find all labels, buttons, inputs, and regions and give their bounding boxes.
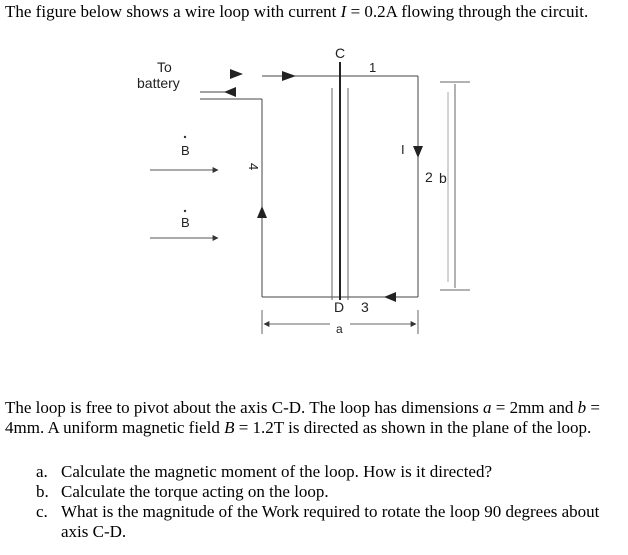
problem-statement: The loop is free to pivot about the axis…: [5, 398, 620, 438]
left-side-arrow: [257, 206, 267, 218]
question-text: Calculate the torque acting on the loop.: [61, 482, 329, 501]
axis-label-d: D: [334, 299, 344, 315]
lead-arrow-left: [224, 87, 236, 97]
side-number-right: 2: [425, 169, 433, 185]
var-b: b: [577, 398, 587, 417]
field-label-lower: B: [181, 215, 190, 230]
question-marker: c.: [36, 502, 48, 521]
axis-label-c: C: [335, 45, 345, 61]
question-item: c. What is the magnitude of the Work requ…: [36, 502, 621, 542]
side-number-left: 4: [246, 163, 261, 170]
bottom-side-arrow: [384, 292, 396, 302]
statement-part3: = 4mm. A uniform magnetic field: [5, 398, 600, 437]
statement-part4: = 1.2T is directed as shown in the plane…: [234, 418, 592, 437]
intro-part1: The figure below shows a wire loop with …: [5, 2, 341, 21]
current-label: I: [401, 142, 405, 157]
question-marker: a.: [36, 462, 48, 481]
statement-part2: = 2mm and: [491, 398, 578, 417]
side-number-top: 1: [369, 60, 376, 75]
question-item: b. Calculate the torque acting on the loo…: [36, 482, 621, 502]
question-marker: b.: [36, 482, 49, 501]
current-arrow: [413, 146, 423, 158]
wire-loop-figure: To battery C 1 I 2 b 4 B B D 3 a: [0, 42, 628, 392]
question-item: a. Calculate the magnetic moment of the l…: [36, 462, 621, 482]
field-dot-upper: [183, 135, 187, 139]
dimension-a-label: a: [336, 322, 343, 336]
field-label-upper: B: [181, 143, 190, 158]
side-number-bottom: 3: [361, 299, 369, 315]
var-B: B: [224, 418, 235, 437]
intro-part2: = 0.2A flowing through the circuit.: [346, 2, 589, 21]
intro-text: The figure below shows a wire loop with …: [5, 2, 620, 22]
top-arrow-2: [282, 71, 296, 81]
var-a: a: [482, 398, 492, 417]
wire-loop-diagram: To battery C 1 I 2 b 4 B B D 3 a: [137, 45, 470, 336]
question-list: a. Calculate the magnetic moment of the l…: [36, 462, 621, 542]
current-symbol: I: [340, 2, 347, 21]
question-text: What is the magnitude of the Work requir…: [61, 502, 600, 541]
statement-part1: The loop is free to pivot about the axis…: [5, 398, 483, 417]
battery-label-line2: battery: [137, 75, 180, 91]
field-dot-lower: [183, 209, 187, 213]
question-text: Calculate the magnetic moment of the loo…: [61, 462, 493, 481]
top-arrow-1: [230, 69, 243, 79]
dimension-b-label: b: [439, 170, 447, 186]
battery-label-line1: To: [157, 59, 172, 75]
